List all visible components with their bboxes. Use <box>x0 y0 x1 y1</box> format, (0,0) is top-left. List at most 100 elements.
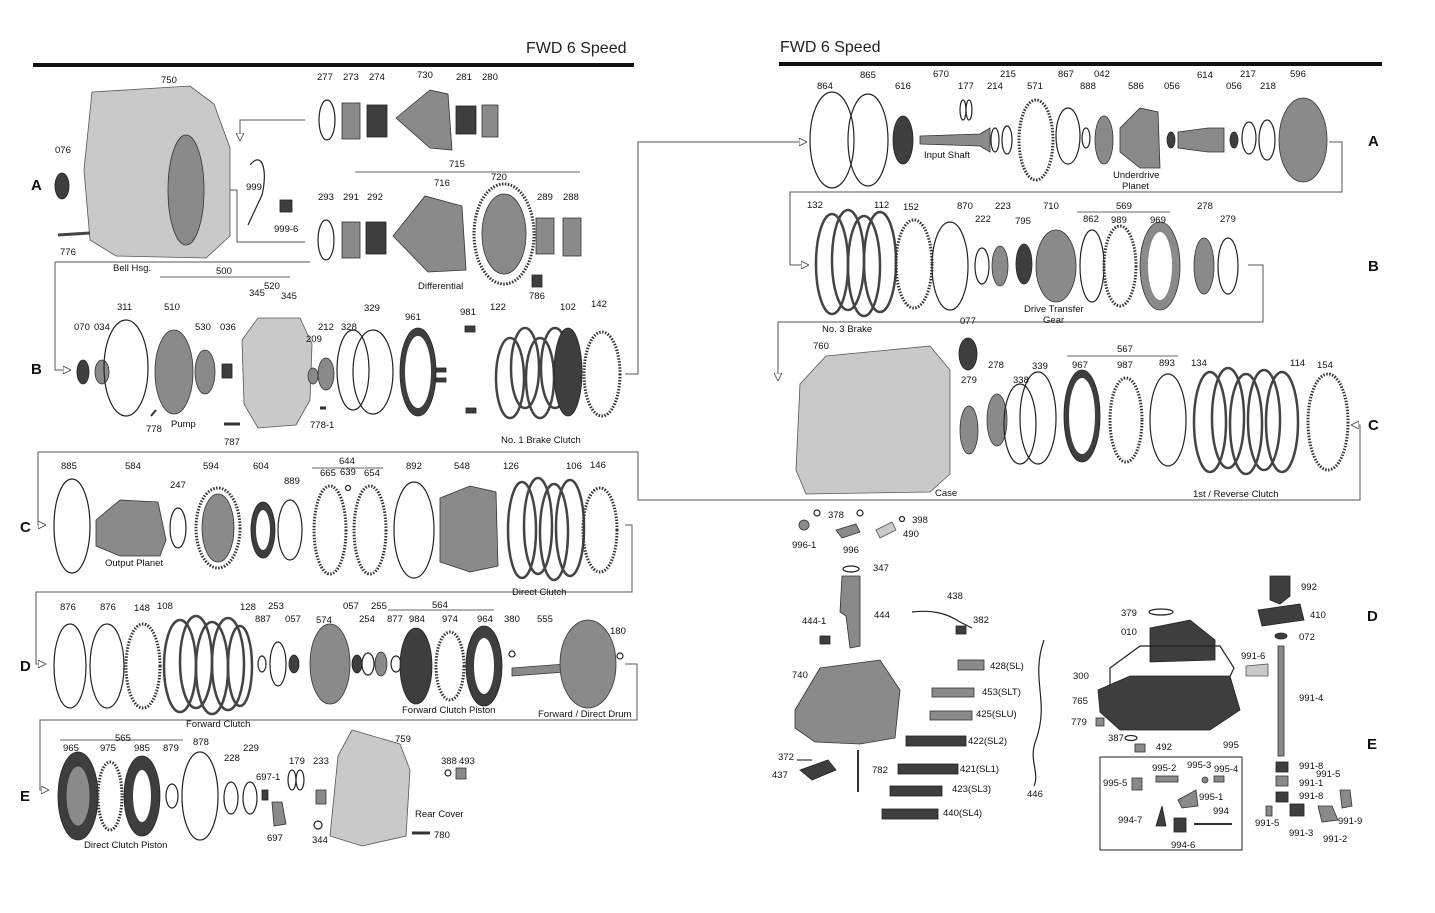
part-795 <box>1015 243 1033 285</box>
right-row-letters: A B C D E <box>1367 133 1379 753</box>
label-072: 072 <box>1299 632 1315 643</box>
label-991-5-b: 991-5 <box>1255 818 1279 829</box>
label-994-7: 994-7 <box>1118 815 1142 826</box>
part-995-3 <box>1201 776 1209 784</box>
part-077 <box>958 337 978 371</box>
label-114: 114 <box>1290 358 1305 369</box>
part-154 <box>1306 372 1350 472</box>
label-991-9: 991-9 <box>1338 816 1362 827</box>
label-614: 614 <box>1197 70 1213 81</box>
part-490 <box>875 521 897 539</box>
part-571 <box>1017 98 1055 182</box>
part-180 <box>616 652 624 660</box>
label-056-a: 056 <box>1164 81 1180 92</box>
label-876-b: 876 <box>100 602 116 613</box>
label-887: 887 <box>255 614 271 625</box>
label-786: 786 <box>529 291 545 302</box>
label-885: 885 <box>61 461 77 472</box>
label-594: 594 <box>203 461 219 472</box>
part-076 <box>54 172 70 200</box>
part-280 <box>481 104 499 138</box>
caption-case: Case <box>935 488 957 499</box>
part-584 <box>95 499 167 557</box>
label-991-6: 991-6 <box>1241 651 1265 662</box>
part-964-hole <box>474 638 494 694</box>
part-253 <box>269 641 287 687</box>
label-338: 338 <box>1013 375 1029 386</box>
label-639: 639 <box>340 467 356 478</box>
label-328: 328 <box>341 322 357 333</box>
label-255: 255 <box>371 601 387 612</box>
label-279-b: 279 <box>1220 214 1236 225</box>
part-152 <box>894 218 934 310</box>
part-885 <box>53 478 91 574</box>
part-148 <box>124 622 162 710</box>
label-893: 893 <box>1159 358 1175 369</box>
part-134-114-clutch-pack <box>1192 366 1300 476</box>
label-710: 710 <box>1043 201 1059 212</box>
label-991-3: 991-3 <box>1289 828 1313 839</box>
label-177: 177 <box>958 81 974 92</box>
label-985: 985 <box>134 743 150 754</box>
label-984: 984 <box>409 614 425 625</box>
left-row-d: 876 876 148 108 128 887 253 057 574 057 … <box>53 600 632 730</box>
part-338 <box>1003 383 1037 465</box>
part-212 <box>317 357 335 391</box>
part-759 <box>329 729 411 847</box>
label-548: 548 <box>454 461 470 472</box>
label-892: 892 <box>406 461 422 472</box>
part-697-1 <box>261 789 269 801</box>
label-339: 339 <box>1032 361 1048 372</box>
label-273: 273 <box>343 72 359 83</box>
label-388: 388 <box>441 756 457 767</box>
label-574: 574 <box>316 615 332 626</box>
part-985-hole <box>133 770 151 822</box>
part-010 <box>1149 619 1216 663</box>
row-letter-c-left: C <box>20 519 31 536</box>
label-293: 293 <box>318 192 334 203</box>
label-520: 520 <box>264 281 280 292</box>
part-865 <box>847 93 889 187</box>
label-490: 490 <box>903 529 919 540</box>
solenoid-421-sl1 <box>897 763 959 775</box>
label-567: 567 <box>1117 344 1133 355</box>
row-letter-b-right: B <box>1368 258 1379 275</box>
label-995-5: 995-5 <box>1103 778 1127 789</box>
part-493 <box>455 767 467 780</box>
part-996-1 <box>798 519 810 531</box>
part-991-9 <box>1339 789 1353 809</box>
part-222 <box>974 247 990 285</box>
label-010: 010 <box>1121 627 1137 638</box>
part-665 <box>312 484 348 576</box>
part-776 <box>57 231 91 237</box>
part-278-b <box>1193 237 1215 295</box>
label-564: 564 <box>432 600 448 611</box>
part-992 <box>1269 575 1291 605</box>
row-letter-d-right: D <box>1367 608 1378 625</box>
part-274 <box>366 104 388 138</box>
label-152: 152 <box>903 202 919 213</box>
label-422-sl2: 422(SL2) <box>968 736 1007 747</box>
part-177 <box>959 99 973 121</box>
part-654 <box>352 484 388 576</box>
label-274: 274 <box>369 72 385 83</box>
part-586 <box>1119 107 1161 169</box>
part-995-1 <box>1177 789 1199 809</box>
label-209: 209 <box>306 334 322 345</box>
label-665: 665 <box>320 468 336 479</box>
label-995: 995 <box>1223 740 1239 751</box>
caption-no-3-brake: No. 3 Brake <box>822 324 872 335</box>
part-034 <box>94 359 110 385</box>
part-347 <box>842 565 860 573</box>
label-289: 289 <box>537 192 553 203</box>
part-867 <box>1055 107 1081 165</box>
part-072 <box>1274 632 1288 640</box>
right-row-b: 132 112 152 870 222 223 795 710 569 862 … <box>807 200 1239 335</box>
left-title: FWD 6 Speed <box>526 40 626 57</box>
part-209 <box>307 367 319 385</box>
label-862: 862 <box>1083 214 1099 225</box>
part-888 <box>1081 127 1091 149</box>
label-229: 229 <box>243 743 259 754</box>
part-229 <box>242 781 258 815</box>
label-277: 277 <box>317 72 333 83</box>
